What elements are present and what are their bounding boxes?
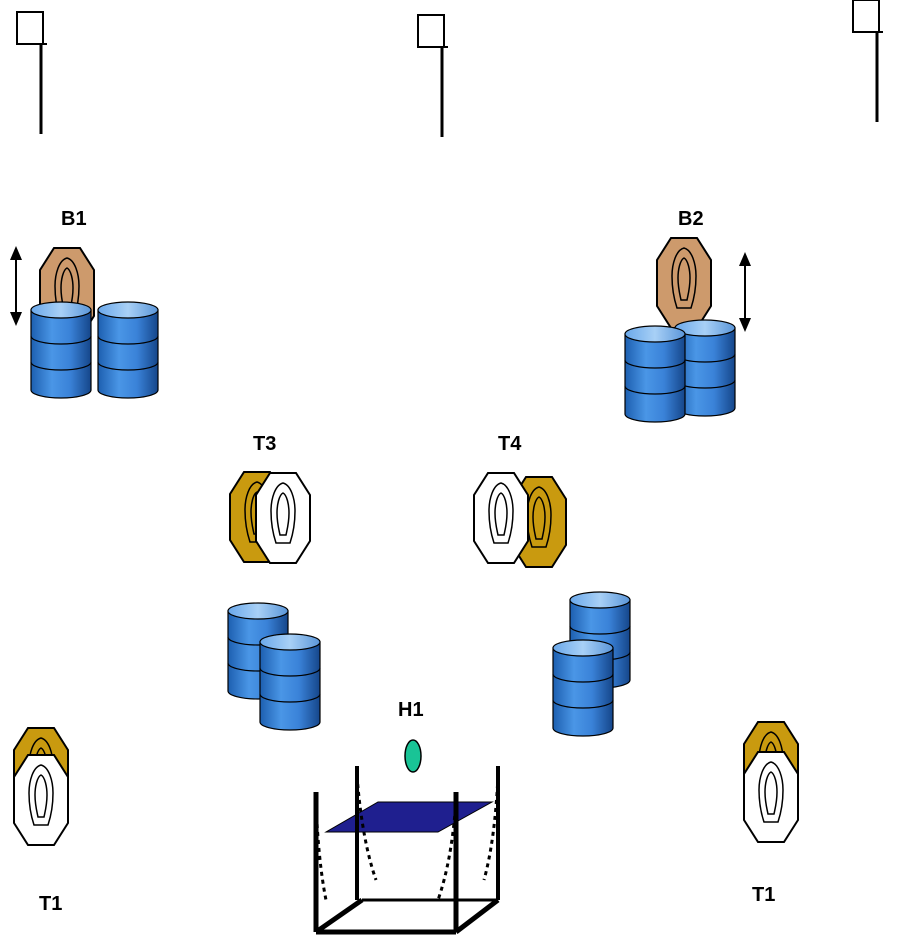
- label-t3: T3: [253, 433, 277, 455]
- center-right-barrels: [552, 591, 631, 737]
- t4-target-pair: [473, 472, 567, 568]
- t1-left-target-pair: [13, 727, 69, 846]
- flag-stand-center: [416, 13, 450, 139]
- label-b2: B2: [678, 208, 704, 230]
- center-left-barrels: [227, 602, 321, 731]
- t3-target-pair: [229, 471, 311, 564]
- label-h1: H1: [398, 699, 424, 721]
- b2-barrels: [624, 319, 736, 423]
- b2-no-shoot-target: [656, 237, 712, 329]
- b1-movement-arrow: [10, 246, 22, 326]
- h1-start-marker-icon: [404, 739, 422, 773]
- flag-stand-right: [851, 0, 885, 124]
- label-b1: B1: [61, 208, 87, 230]
- label-t4: T4: [498, 433, 522, 455]
- flag-stand-left: [15, 10, 49, 136]
- label-t1-right: T1: [752, 884, 776, 906]
- b2-movement-arrow: [739, 252, 751, 332]
- label-t1-left: T1: [39, 893, 63, 915]
- shooting-box-icon: [313, 766, 500, 935]
- t1-right-target-pair: [743, 721, 799, 843]
